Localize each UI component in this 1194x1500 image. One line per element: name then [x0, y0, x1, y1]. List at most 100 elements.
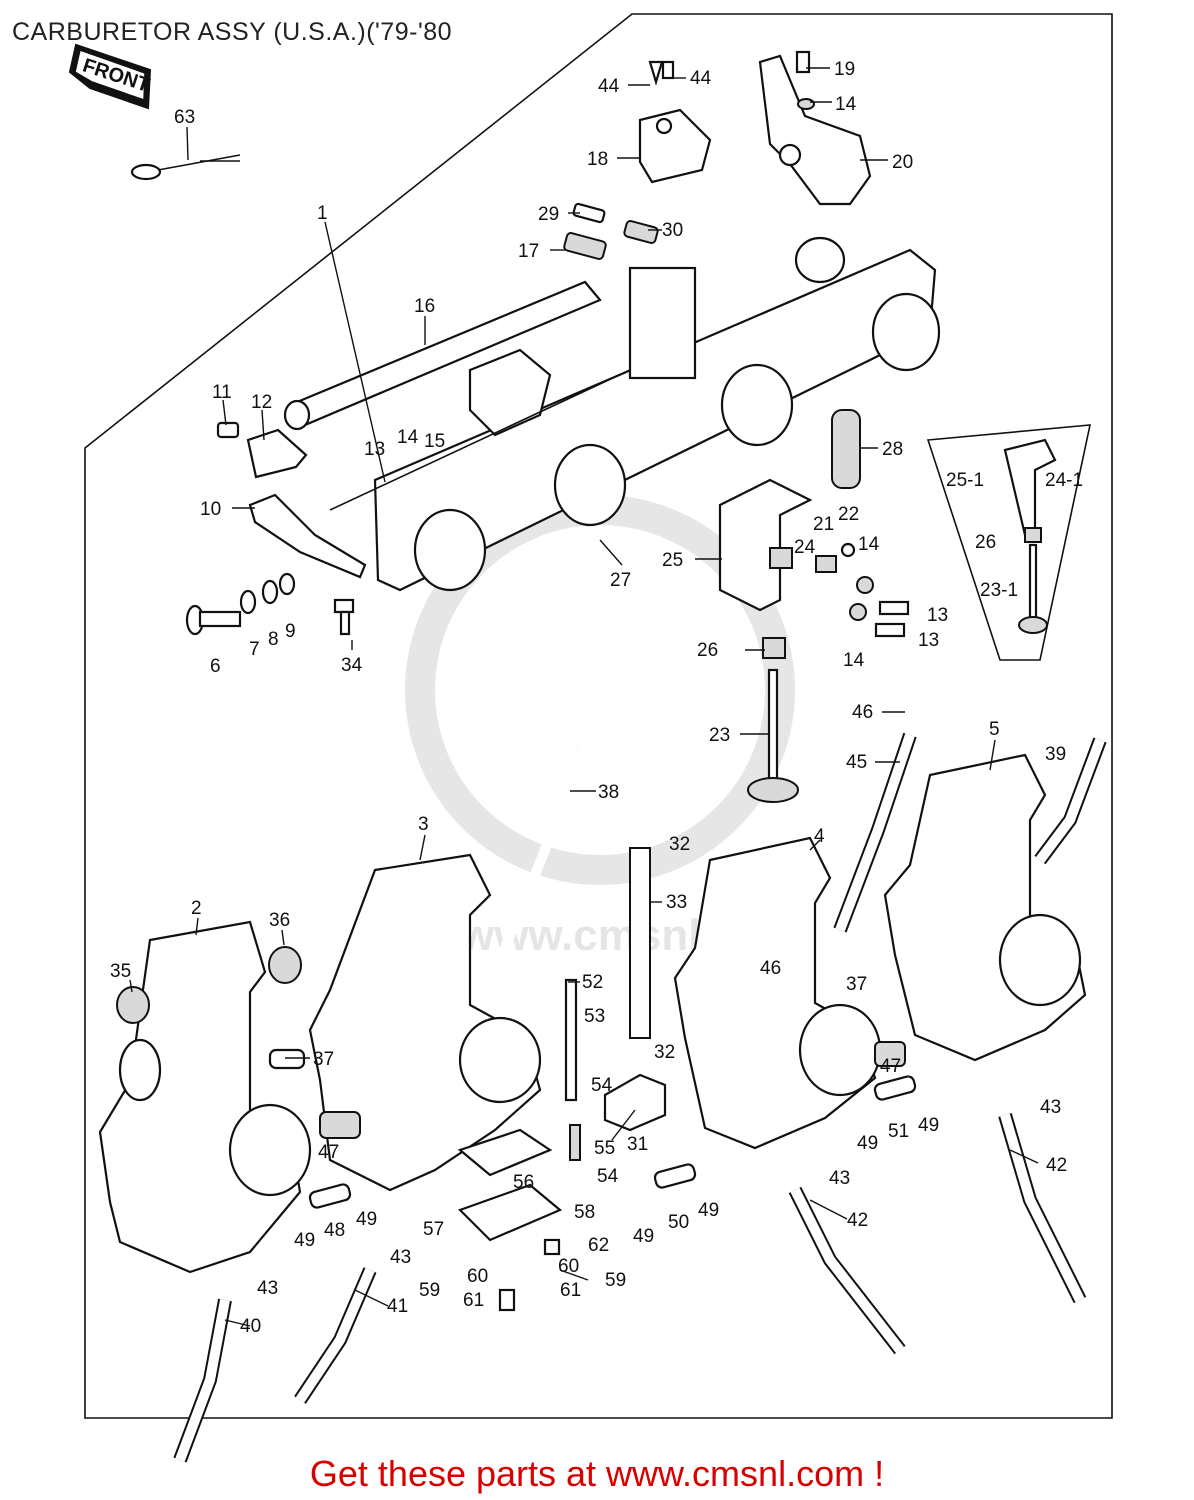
callout-6: 6	[210, 656, 221, 677]
part-clip-63	[130, 154, 241, 181]
callout-18: 18	[587, 149, 608, 170]
callout-43: 43	[829, 1168, 850, 1189]
callout-25: 25	[662, 550, 683, 571]
callout-14: 14	[835, 94, 857, 115]
callout-45: 45	[846, 752, 867, 773]
callout-34: 34	[341, 655, 363, 676]
inset-detail-box	[926, 424, 1092, 661]
callout-63: 63	[174, 107, 195, 128]
callout-50: 50	[668, 1212, 689, 1233]
callout-20: 20	[892, 152, 913, 173]
callout-24: 24	[794, 537, 816, 558]
callout-49: 49	[698, 1200, 719, 1221]
callout-30: 30	[662, 220, 683, 241]
lever-10	[248, 493, 367, 579]
callout-21: 21	[813, 514, 834, 535]
diagram-frame	[84, 13, 1113, 1419]
callout-57: 57	[423, 1219, 444, 1240]
bracket-18	[638, 108, 712, 184]
callout-14: 14	[397, 427, 419, 448]
callout-25-1: 25-1	[946, 470, 984, 491]
footer-link-text[interactable]: Get these parts at www.cmsnl.com !	[309, 1453, 885, 1494]
callout-61: 61	[560, 1280, 581, 1301]
callout-26: 26	[697, 640, 718, 661]
float-bowl-parts-56-62	[457, 978, 581, 1312]
fuel-tee-31	[603, 1073, 667, 1132]
screw-washers-6-9	[185, 572, 296, 636]
callout-29: 29	[538, 204, 559, 225]
callout-47: 47	[318, 1142, 339, 1163]
callout-14: 14	[843, 650, 865, 671]
callout-38: 38	[598, 782, 619, 803]
callout-31: 31	[627, 1134, 648, 1155]
callout-62: 62	[588, 1235, 609, 1256]
callout-1: 1	[317, 203, 328, 224]
callout-32: 32	[669, 834, 690, 855]
callout-17: 17	[518, 241, 539, 262]
page-title: CARBURETOR ASSY (U.S.A.)('79-'80	[12, 18, 453, 46]
needle-23	[747, 668, 799, 803]
callout-56: 56	[513, 1172, 534, 1193]
callout-44: 44	[690, 68, 712, 89]
adjuster-parts-21-24	[769, 542, 910, 638]
callout-54: 54	[597, 1166, 619, 1187]
callout-59: 59	[605, 1270, 626, 1291]
callout-43: 43	[390, 1247, 411, 1268]
callout-35: 35	[110, 961, 131, 982]
screws-44	[648, 60, 675, 86]
callout-4: 4	[814, 826, 825, 847]
callout-42: 42	[847, 1210, 868, 1231]
callout-46: 46	[760, 958, 781, 979]
callout-46: 46	[852, 702, 873, 723]
callout-9: 9	[285, 621, 296, 642]
callout-39: 39	[1045, 744, 1066, 765]
bracket-12	[246, 428, 308, 479]
springs-17-29-30	[563, 202, 659, 260]
carburetor-4	[673, 836, 906, 1150]
leader-lines	[129, 67, 1039, 1327]
callout-7: 7	[249, 639, 260, 660]
callout-13: 13	[364, 439, 385, 460]
bracket-20	[758, 50, 872, 206]
callout-labels: 63 44 44 19 14 18 20 1 29 30 17 16 11 12…	[110, 59, 1083, 1337]
callout-23: 23	[709, 725, 730, 746]
carburetor-3	[308, 853, 542, 1192]
callout-55: 55	[594, 1138, 615, 1159]
callout-43: 43	[1040, 1097, 1061, 1118]
screw-34	[333, 598, 355, 636]
callout-40: 40	[240, 1316, 261, 1337]
callout-27: 27	[610, 570, 631, 591]
callout-54: 54	[591, 1075, 613, 1096]
callout-2: 2	[191, 898, 202, 919]
mounting-plate-27	[373, 236, 941, 592]
callout-32: 32	[654, 1042, 675, 1063]
callout-19: 19	[834, 59, 855, 80]
callout-8: 8	[268, 629, 279, 650]
callout-14: 14	[858, 534, 880, 555]
callout-60: 60	[467, 1266, 488, 1287]
callout-49: 49	[918, 1115, 939, 1136]
front-direction-tag: FRONT	[68, 43, 152, 110]
callout-52: 52	[582, 972, 603, 993]
callout-42: 42	[1046, 1155, 1067, 1176]
callout-49: 49	[356, 1209, 377, 1230]
callout-37: 37	[846, 974, 867, 995]
carburetor-5	[883, 753, 1087, 1062]
callout-11: 11	[212, 382, 232, 403]
screw-11	[216, 421, 240, 439]
callout-53: 53	[584, 1006, 605, 1027]
callout-28: 28	[882, 439, 903, 460]
callout-24-1: 24-1	[1045, 470, 1083, 491]
callout-49: 49	[633, 1226, 654, 1247]
callout-26: 26	[975, 532, 996, 553]
vent-hoses	[495, 732, 1107, 1039]
fuel-pipes-48-50-51	[268, 1048, 917, 1209]
callout-41: 41	[387, 1296, 408, 1317]
drain-hoses	[173, 1113, 1087, 1463]
callout-22: 22	[838, 504, 859, 525]
carburetor-2	[98, 920, 312, 1274]
callout-15: 15	[424, 431, 445, 452]
callout-13: 13	[918, 630, 939, 651]
callout-48: 48	[324, 1220, 345, 1241]
throttle-shaft-16	[283, 280, 602, 431]
